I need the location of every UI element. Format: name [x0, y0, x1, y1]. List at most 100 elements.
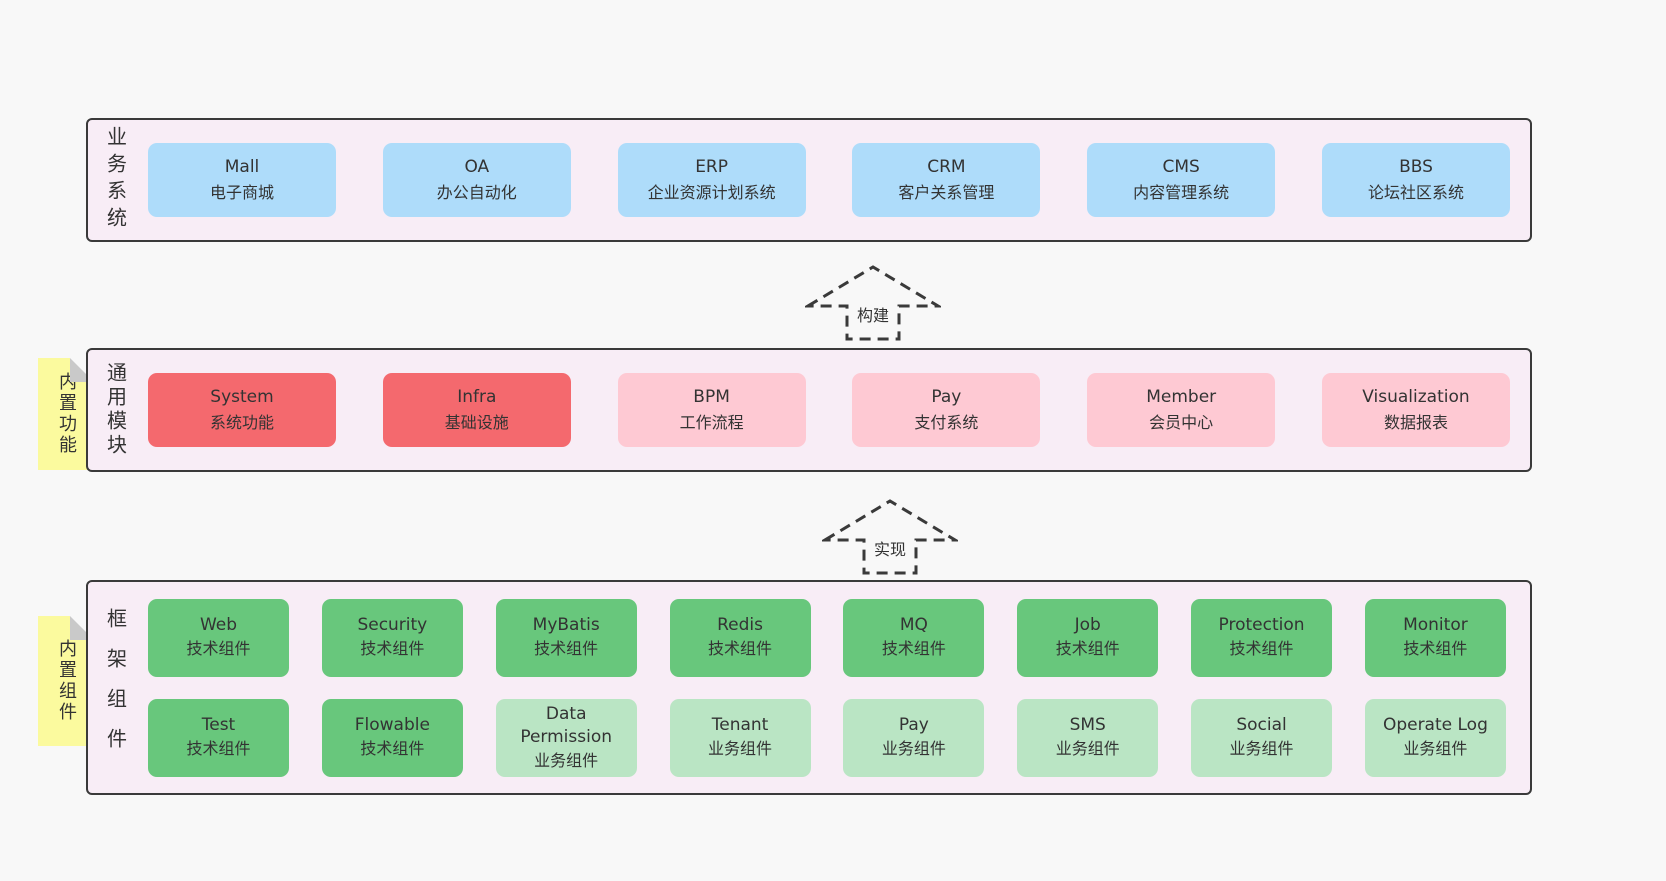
- box-test: Test 技术组件: [148, 698, 289, 777]
- box-subtitle: 业务组件: [534, 751, 599, 771]
- box-title: MQ: [899, 615, 928, 636]
- band-label-column: 业务系统: [88, 120, 144, 240]
- band-common-modules: 通用模块 System 系统功能 Infra 基础设施 BPM 工作流程 Pay…: [86, 348, 1532, 472]
- box-data-permission: Data Permission 业务组件: [495, 698, 637, 777]
- box-title: ERP: [695, 157, 728, 178]
- band-title: 业务系统: [103, 126, 128, 234]
- box-subtitle: 业务组件: [1055, 739, 1120, 759]
- box-operate-log: Operate Log 业务组件: [1364, 698, 1506, 777]
- box-title: OA: [464, 157, 490, 178]
- box-protection: Protection 技术组件: [1191, 598, 1333, 677]
- box-subtitle: 电子商城: [209, 182, 274, 202]
- box-title: Pay: [931, 387, 962, 408]
- box-subtitle: 技术组件: [534, 639, 599, 659]
- box-title: BPM: [693, 387, 730, 408]
- sticky-note-label: 内置功能: [56, 372, 77, 456]
- box-subtitle: 内容管理系统: [1133, 182, 1230, 202]
- box-subtitle: 技术组件: [881, 639, 946, 659]
- box-subtitle: 数据报表: [1383, 412, 1448, 432]
- box-bbs: BBS 论坛社区系统: [1321, 143, 1510, 217]
- box-subtitle: 技术组件: [360, 739, 425, 759]
- box-security: Security 技术组件: [321, 598, 463, 677]
- box-subtitle: 客户关系管理: [898, 182, 995, 202]
- box-infra: Infra 基础设施: [382, 373, 571, 447]
- box-tenant: Tenant 业务组件: [669, 698, 811, 777]
- box-title: Operate Log: [1382, 715, 1488, 736]
- box-title: SMS: [1069, 715, 1106, 736]
- box-subtitle: 业务组件: [1229, 739, 1294, 759]
- box-title: Tenant: [711, 715, 769, 736]
- box-subtitle: 论坛社区系统: [1367, 182, 1464, 202]
- band-boxes: Mall 电子商城 OA 办公自动化 ERP 企业资源计划系统 CRM 客户关系…: [144, 120, 1530, 240]
- box-visualization: Visualization 数据报表: [1321, 373, 1510, 447]
- box-title: Protection: [1218, 615, 1305, 636]
- box-social: Social 业务组件: [1191, 698, 1333, 777]
- components-row-1: Web 技术组件 Security 技术组件 MyBatis 技术组件 Redi…: [148, 598, 1506, 677]
- box-subtitle: 业务组件: [708, 739, 773, 759]
- box-bpm: BPM 工作流程: [617, 373, 806, 447]
- box-system: System 系统功能: [148, 373, 336, 447]
- box-title: Visualization: [1362, 387, 1470, 408]
- box-pay-module: Pay 支付系统: [852, 373, 1041, 447]
- box-title: Pay: [898, 715, 929, 736]
- implement-arrow-label: 实现: [874, 540, 906, 559]
- box-subtitle: 技术组件: [186, 639, 251, 659]
- box-mq: MQ 技术组件: [843, 598, 985, 677]
- box-monitor: Monitor 技术组件: [1364, 598, 1506, 677]
- box-mall: Mall 电子商城: [148, 143, 336, 217]
- box-subtitle: 技术组件: [360, 639, 425, 659]
- box-title: Monitor: [1403, 615, 1468, 636]
- band-boxes: System 系统功能 Infra 基础设施 BPM 工作流程 Pay 支付系统…: [144, 350, 1530, 470]
- box-erp: ERP 企业资源计划系统: [617, 143, 806, 217]
- box-title: Data Permission: [520, 703, 613, 748]
- box-cms: CMS 内容管理系统: [1087, 143, 1276, 217]
- box-title: System: [210, 387, 274, 408]
- box-member: Member 会员中心: [1087, 373, 1276, 447]
- box-flowable: Flowable 技术组件: [321, 698, 463, 777]
- box-subtitle: 技术组件: [1403, 639, 1468, 659]
- band-business-systems: 业务系统 Mall 电子商城 OA 办公自动化 ERP 企业资源计划系统 CRM…: [86, 118, 1532, 242]
- box-subtitle: 技术组件: [186, 739, 251, 759]
- box-title: Mall: [224, 157, 260, 178]
- box-subtitle: 系统功能: [209, 412, 274, 432]
- box-title: Social: [1236, 715, 1287, 736]
- box-job: Job 技术组件: [1017, 598, 1159, 677]
- box-pay-component: Pay 业务组件: [843, 698, 985, 777]
- box-subtitle: 办公自动化: [436, 182, 517, 202]
- box-subtitle: 技术组件: [1055, 639, 1120, 659]
- components-row-2: Test 技术组件 Flowable 技术组件 Data Permission …: [148, 698, 1506, 777]
- band-framework-components: 框架组件 Web 技术组件 Security 技术组件 MyBatis 技术组件…: [86, 580, 1532, 795]
- box-subtitle: 企业资源计划系统: [647, 182, 776, 202]
- box-subtitle: 工作流程: [679, 412, 744, 432]
- box-subtitle: 业务组件: [1403, 739, 1468, 759]
- sticky-note-label: 内置组件: [56, 639, 77, 723]
- box-subtitle: 支付系统: [914, 412, 979, 432]
- box-oa: OA 办公自动化: [382, 143, 571, 217]
- band-title: 框架组件: [103, 607, 128, 768]
- box-subtitle: 基础设施: [444, 412, 509, 432]
- box-subtitle: 技术组件: [1229, 639, 1294, 659]
- box-title: Member: [1146, 387, 1217, 408]
- box-title: Test: [201, 715, 236, 736]
- build-arrow-label: 构建: [857, 306, 889, 325]
- box-web: Web 技术组件: [148, 598, 289, 677]
- box-title: MyBatis: [532, 615, 600, 636]
- box-subtitle: 会员中心: [1149, 412, 1214, 432]
- box-mybatis: MyBatis 技术组件: [495, 598, 637, 677]
- box-title: Infra: [457, 387, 497, 408]
- box-title: Flowable: [354, 715, 430, 736]
- box-title: CRM: [927, 157, 966, 178]
- band-label-column: 通用模块: [88, 350, 144, 470]
- sticky-note-builtin-features: 内置功能: [38, 358, 94, 470]
- box-subtitle: 技术组件: [708, 639, 773, 659]
- band-title: 通用模块: [103, 362, 128, 458]
- box-title: Redis: [717, 615, 763, 636]
- box-title: CMS: [1162, 157, 1200, 178]
- box-redis: Redis 技术组件: [669, 598, 811, 677]
- band-boxes: Web 技术组件 Security 技术组件 MyBatis 技术组件 Redi…: [144, 582, 1530, 793]
- box-title: Security: [357, 615, 428, 636]
- box-subtitle: 业务组件: [881, 739, 946, 759]
- box-title: Job: [1074, 615, 1101, 636]
- box-crm: CRM 客户关系管理: [852, 143, 1041, 217]
